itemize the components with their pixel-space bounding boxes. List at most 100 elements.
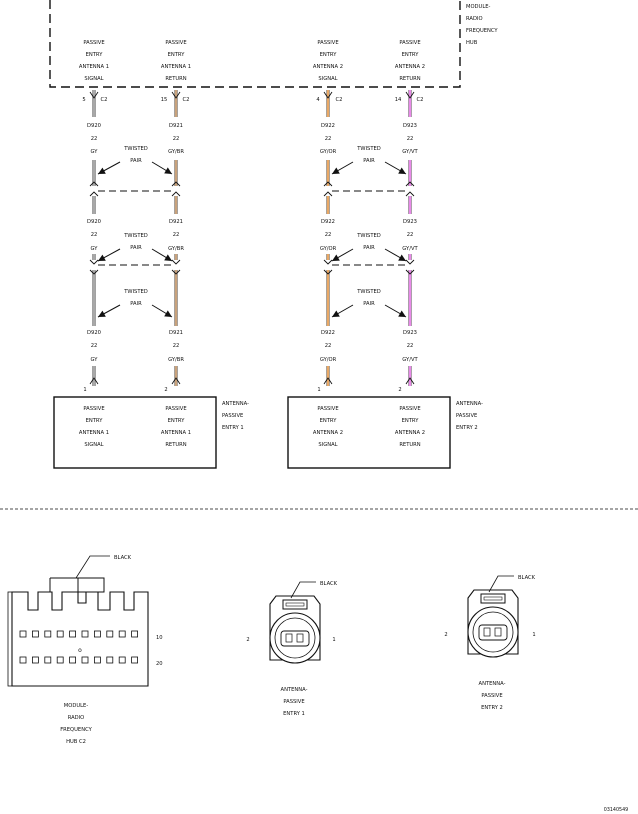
twisted-label: PAIR <box>363 158 375 164</box>
pin-label: ANTENNA 1 <box>161 64 191 70</box>
twisted-label: TWISTED <box>356 146 381 152</box>
wire-gauge: 22 <box>407 232 414 238</box>
wire-color: GY <box>91 246 99 252</box>
arrow-head <box>398 254 406 261</box>
pin-number: 2 <box>398 387 401 393</box>
wire-color: GY/BR <box>168 149 184 155</box>
pin-label: ENTRY <box>168 52 186 58</box>
pin-label: ANTENNA 2 <box>395 430 425 436</box>
wire-circuit: D922 <box>321 123 335 129</box>
connector-name-line: PASSIVE <box>283 699 304 705</box>
pin-label: RETURN <box>165 442 186 448</box>
module-name-line: MODULE- <box>466 4 491 10</box>
pin-label: ENTRY <box>320 418 338 424</box>
twisted-label: PAIR <box>363 301 375 307</box>
connector-color-label: BLACK <box>320 581 338 587</box>
splice-chevron <box>323 191 333 197</box>
wire-circuit: D923 <box>403 219 417 225</box>
pin-cavity <box>106 656 114 664</box>
antenna-pin-numbers: 1 2 1 2 <box>83 387 401 393</box>
pin-label: PASSIVE <box>165 406 186 412</box>
wire-circuit: D922 <box>321 219 335 225</box>
pin-number: 14 <box>395 97 402 103</box>
twisted-label: TWISTED <box>123 289 148 295</box>
pin-number: 1 <box>317 387 320 393</box>
twisted-label: PAIR <box>130 158 142 164</box>
module-name-line: FREQUENCY <box>466 28 498 34</box>
splice-chevron <box>323 269 333 275</box>
wire-color: GY/OR <box>320 357 337 363</box>
arrow-head <box>332 167 340 174</box>
wire-gauge: 22 <box>173 232 180 238</box>
pin-label: PASSIVE <box>83 40 104 46</box>
antenna-name-line: PASSIVE <box>456 413 477 419</box>
pin-label: PASSIVE <box>165 40 186 46</box>
pin-label: PASSIVE <box>399 406 420 412</box>
connector-id: C2 <box>183 97 190 103</box>
module-radio-frequency-hub: MODULE- RADIO FREQUENCY HUB <box>49 0 498 88</box>
wire-circuit: D921 <box>169 330 183 336</box>
wire-gauge: 22 <box>407 343 414 349</box>
pin-number: 2 <box>164 387 167 393</box>
antenna-passive-entry-2: PASSIVE ENTRY ANTENNA 2 SIGNAL PASSIVE E… <box>287 396 483 469</box>
connector-name-line: FREQUENCY <box>60 727 92 733</box>
arrow-head <box>398 310 406 317</box>
antenna-2-connector-view: BLACK 2 1 ANTENNA- PASSIVE ENTRY 2 <box>444 575 535 711</box>
pin-label: RETURN <box>165 76 186 82</box>
arrow-head <box>98 167 106 174</box>
wire-color: GY/VT <box>402 357 418 363</box>
wire-circuit: D922 <box>321 330 335 336</box>
wire-gauge: 22 <box>91 136 98 142</box>
pin-fork <box>89 377 99 385</box>
c2-keying-mark: o <box>78 647 82 654</box>
connector-name-line: PASSIVE <box>481 693 502 699</box>
pin-fork <box>323 377 333 385</box>
pin-label: ANTENNA 1 <box>161 430 191 436</box>
pin-index: 1 <box>532 632 535 638</box>
wire-gauge: 22 <box>325 343 332 349</box>
pin-cavity <box>94 656 101 664</box>
pin-fork <box>89 91 99 99</box>
splice-chevron <box>171 259 181 265</box>
pin-label: ENTRY <box>402 52 420 58</box>
wire-layer <box>89 90 415 386</box>
wire-gauge: 22 <box>173 136 180 142</box>
splice-chevron <box>171 269 181 275</box>
pin-cavity <box>118 656 126 664</box>
antenna-passive-entry-1: PASSIVE ENTRY ANTENNA 1 SIGNAL PASSIVE E… <box>53 396 249 469</box>
pin-label: ANTENNA 2 <box>395 64 425 70</box>
pin-label: ENTRY <box>320 52 338 58</box>
pin-cavity <box>81 630 89 638</box>
wire-labels: D920 22 GY D921 22 GY/BR D922 22 GY/OR D… <box>87 123 418 363</box>
pin-label: ENTRY <box>402 418 420 424</box>
arrow-head <box>164 310 172 317</box>
wire-gauge: 22 <box>325 136 332 142</box>
connector-id: C2 <box>101 97 108 103</box>
twisted-pair-labels: TWISTED PAIR TWISTED PAIR TWISTED PAIR T… <box>123 146 381 307</box>
pin-cavity <box>32 630 39 638</box>
pin-label: ANTENNA 1 <box>79 430 109 436</box>
pin-index: 2 <box>444 632 447 638</box>
wire-gauge: 22 <box>91 232 98 238</box>
pin-fork <box>171 91 181 99</box>
connector-name-line: ENTRY 2 <box>481 705 503 711</box>
module-c2-connector-view: BLACK o 10 20 MODULE- RADIO FREQUENCY HU… <box>7 555 163 745</box>
splice-chevron <box>405 259 415 265</box>
antenna-name-line: PASSIVE <box>222 413 243 419</box>
splice-chevron <box>89 259 99 265</box>
pin-label: PASSIVE <box>317 406 338 412</box>
pin-label: RETURN <box>399 442 420 448</box>
wire-circuit: D923 <box>403 330 417 336</box>
splice-chevron <box>405 191 415 197</box>
twisted-label: PAIR <box>130 301 142 307</box>
pin-fork <box>323 91 333 99</box>
pin-cavity <box>56 656 64 664</box>
pin-label: SIGNAL <box>84 442 103 448</box>
arrow-head <box>164 167 172 174</box>
arrow-head <box>164 254 172 261</box>
pin-number: 4 <box>316 97 320 103</box>
splice-chevron <box>89 181 99 187</box>
twisted-label: PAIR <box>363 245 375 251</box>
connector-name-line: ANTENNA- <box>281 687 308 693</box>
